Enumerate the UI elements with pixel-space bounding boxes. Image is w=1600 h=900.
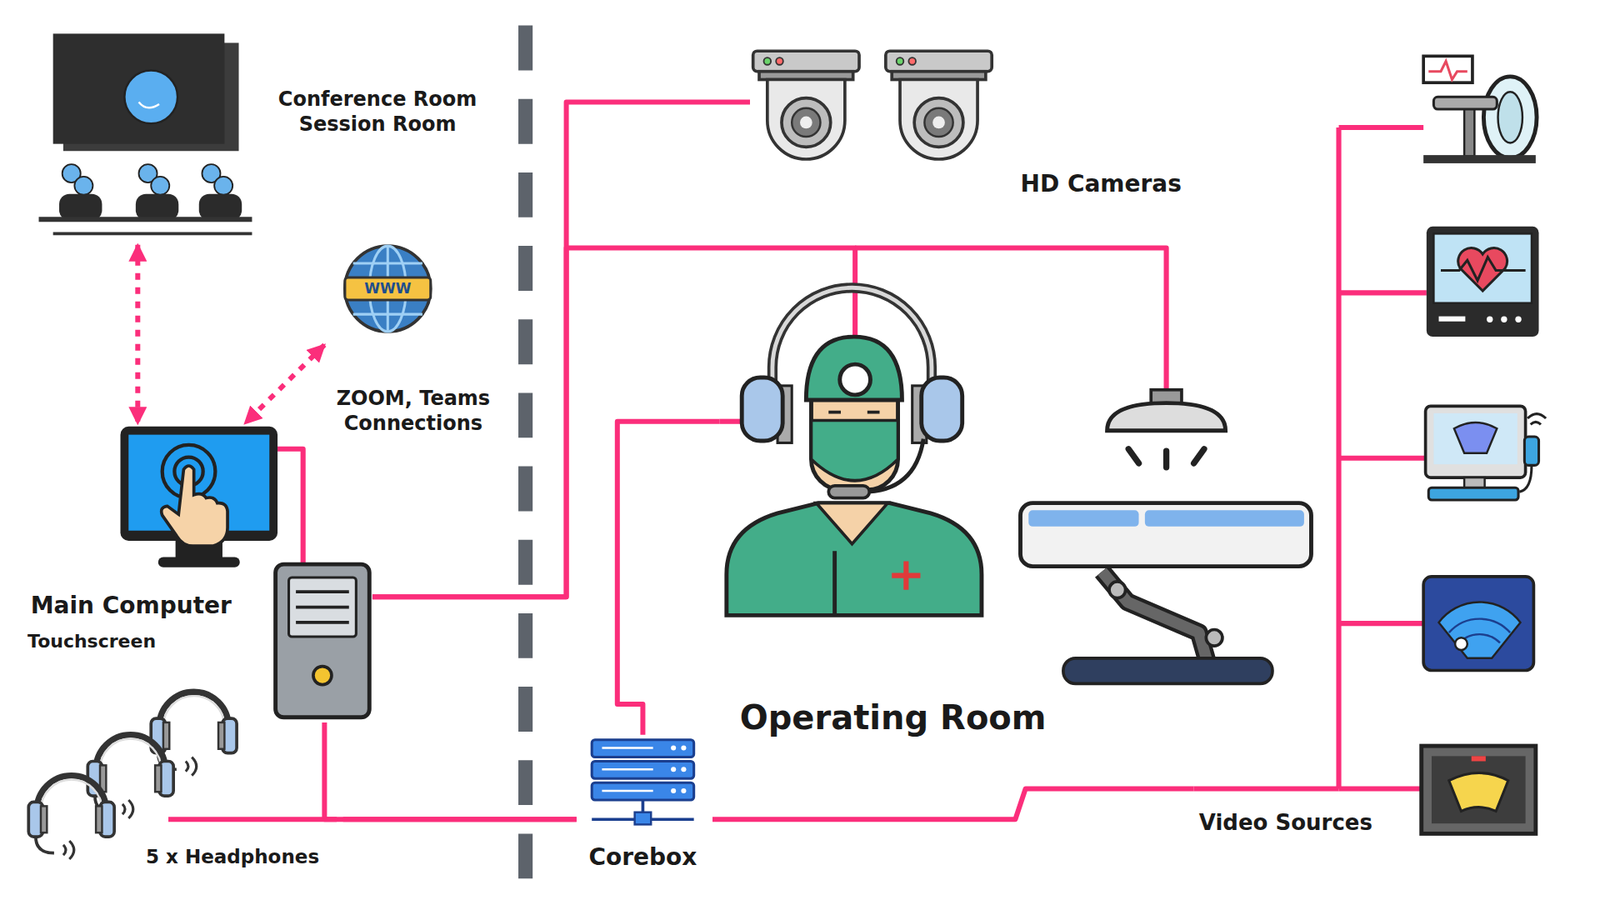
touchscreen-monitor [120,426,278,568]
globe-icon [345,245,431,332]
operating-table [1020,503,1311,685]
hd-camera-icons [753,50,993,160]
node-label: Operating Room [740,696,1098,739]
node-label: Conference Room Session Room [260,86,495,137]
connector [343,816,577,822]
node-label: Main Computer [30,590,286,620]
surgeon-figure [726,287,982,615]
node-label: Corebox [576,842,710,872]
wire [168,127,1427,820]
connector [617,421,720,735]
icon-group: Operating Room [719,283,1321,745]
icon-group: HD Cameras [750,45,1208,210]
connector [372,101,750,597]
headphones-icons [28,691,237,860]
node-label: HD Cameras [1020,169,1204,199]
icon-group: ZOOM, Teams Connections [324,242,505,447]
icon-group: Conference Room Session Room [40,28,500,245]
divider-line [518,25,533,884]
icon-group: Corebox [576,735,713,878]
surgical-lamp [1107,390,1226,468]
icon-group: 5 x Headphones [25,678,344,878]
connector [135,245,140,424]
video-source-icons [1421,55,1546,834]
corebox-icon [591,740,694,825]
node-label: ZOOM, Teams Connections [324,385,502,436]
node-label: 5 x Headphones [145,845,340,870]
icon-group: Video Sources [1194,45,1546,847]
conference-room-icon [39,33,253,234]
connector [324,722,576,820]
computer-tower [275,564,370,718]
connector [245,345,325,424]
node-label: Touchscreen [27,630,232,654]
icon-group: Main ComputerTouchscreen [25,423,373,723]
connector [712,789,1195,820]
node-label: Video Sources [1199,809,1409,837]
icon-text: WWW [345,277,431,300]
